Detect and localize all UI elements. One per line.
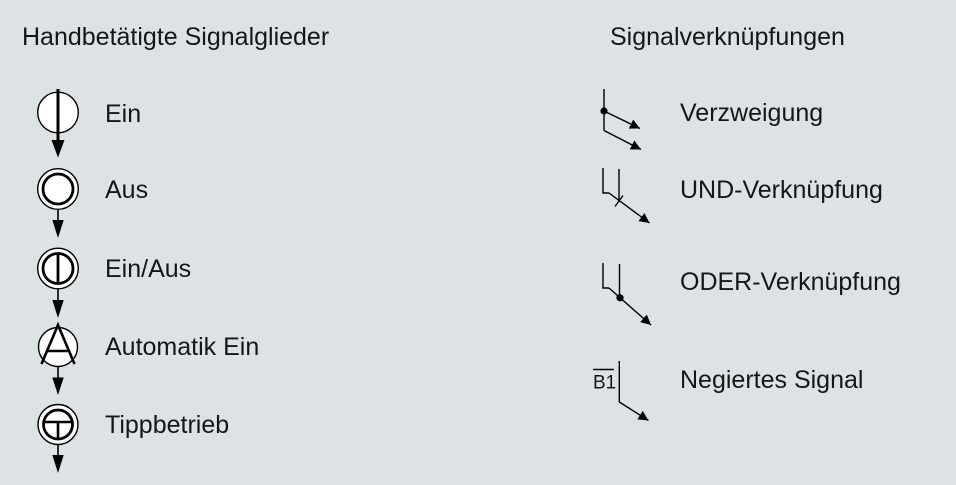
symbol-label-verzweigung: Verzweigung	[680, 99, 824, 127]
section-title-signal-links: Signalverknüpfungen	[610, 23, 845, 51]
pushbutton-off-icon	[37, 168, 79, 238]
branch-icon	[600, 89, 642, 151]
symbol-label-aus: Aus	[105, 176, 149, 204]
symbol-label-und-verknuepfung: UND-Verknüpfung	[680, 175, 883, 204]
symbol-label-ein: Ein	[105, 99, 142, 128]
symbol-label-tippbetrieb: Tippbetrieb	[105, 410, 230, 439]
automatic-on-icon	[37, 321, 79, 395]
symbol-label-negiertes-signal: Negiertes Signal	[680, 365, 864, 394]
symbol-label-oder-verknuepfung: ODER-Verknüpfung	[680, 268, 901, 296]
and-link-icon	[602, 168, 650, 224]
negated-signal-icon: B1	[593, 361, 649, 422]
section-title-manual-signals: Handbetätigte Signalglieder	[22, 23, 330, 51]
symbol-label-ein-aus: Ein/Aus	[105, 254, 192, 283]
pushbutton-on-off-icon	[37, 247, 79, 318]
pushbutton-on-icon	[37, 89, 79, 158]
symbol-label-automatik-ein: Automatik Ein	[105, 333, 260, 361]
or-link-icon	[602, 263, 652, 326]
negated-signal-name: B1	[593, 373, 616, 394]
jog-mode-icon	[37, 403, 79, 473]
